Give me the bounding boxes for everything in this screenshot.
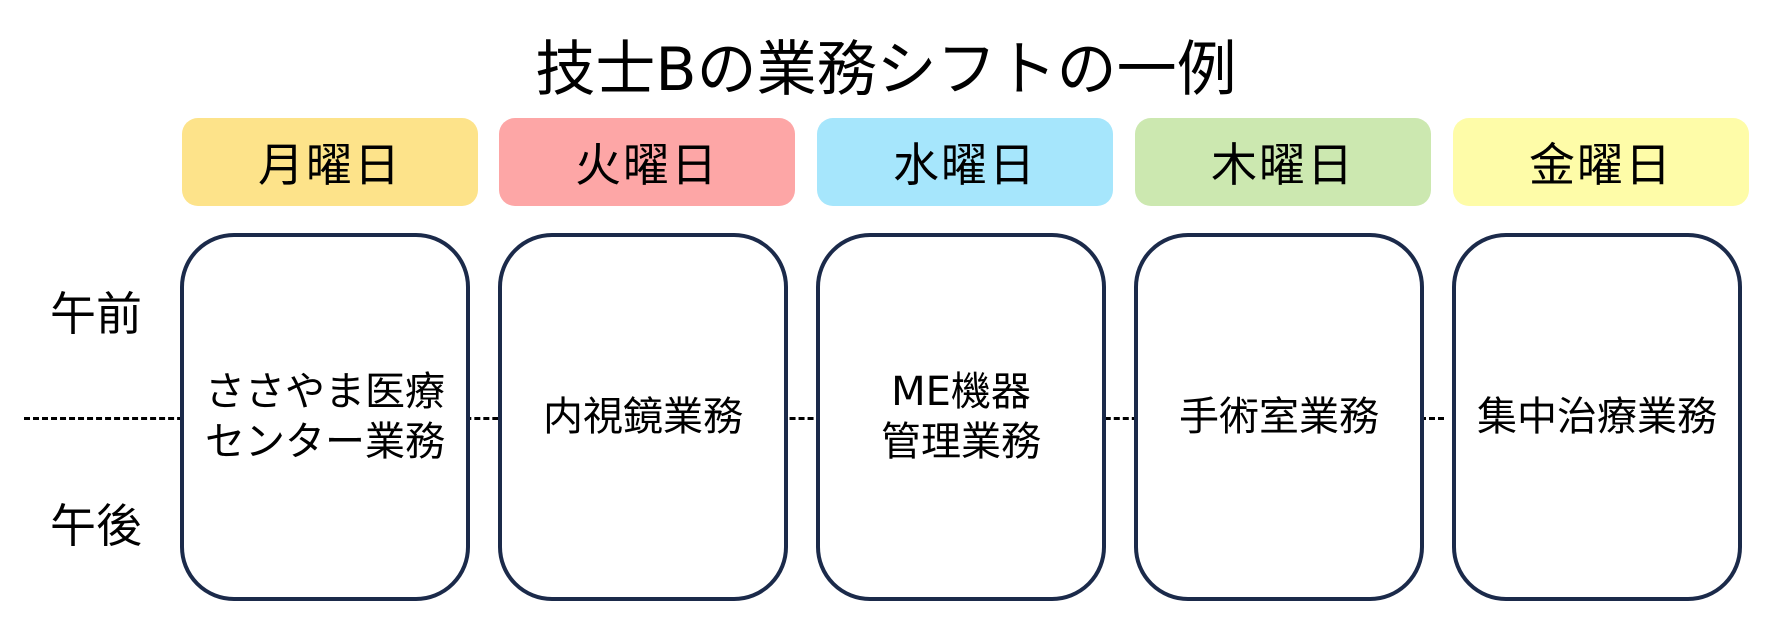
task-box-friday: 集中治療業務: [1452, 233, 1742, 601]
day-header-wednesday: 水曜日: [817, 118, 1113, 206]
task-text-line: ME機器: [891, 369, 1031, 415]
time-label-afternoon: 午後: [50, 499, 142, 553]
task-box-thursday: 手術室業務: [1134, 233, 1424, 601]
day-header-tuesday: 火曜日: [499, 118, 795, 206]
day-header-friday: 金曜日: [1453, 118, 1749, 206]
task-text-line: 管理業務: [881, 419, 1041, 465]
task-text-line: ささやま医療: [205, 369, 445, 415]
day-header-monday: 月曜日: [182, 118, 478, 206]
task-text-line: 手術室業務: [1179, 394, 1379, 440]
time-label-morning: 午前: [50, 287, 142, 341]
task-text-line: 集中治療業務: [1477, 394, 1717, 440]
task-box-tuesday: 内視鏡業務: [498, 233, 788, 601]
task-box-wednesday: ME機器 管理業務: [816, 233, 1106, 601]
task-box-monday: ささやま医療 センター業務: [180, 233, 470, 601]
diagram-title: 技士Bの業務シフトの一例: [535, 35, 1237, 105]
task-text-line: センター業務: [205, 419, 445, 465]
task-text-line: 内視鏡業務: [543, 394, 743, 440]
day-header-thursday: 木曜日: [1135, 118, 1431, 206]
